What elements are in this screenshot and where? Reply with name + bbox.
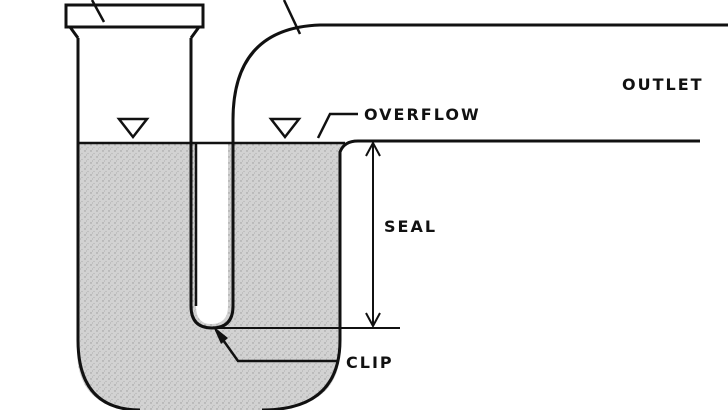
inlet-leader (90, 0, 106, 23)
overflow-label: OVERFLOW (364, 105, 481, 124)
trap-inner-wall (189, 23, 728, 330)
water-level-marker-left (116, 117, 150, 140)
clip-label: CLIP (346, 353, 394, 372)
inlet-collar (68, 26, 201, 39)
bend-leader (282, 0, 302, 35)
water-level-marker-right (268, 117, 302, 140)
trap-outer-wall (76, 38, 700, 410)
seal-label: SEAL (384, 217, 437, 236)
seal-arrow-bottom (365, 312, 381, 329)
water-fill (77, 143, 345, 410)
clip-arrowhead (213, 326, 228, 344)
outlet-label: OUTLET (622, 75, 704, 94)
overflow-leader (316, 112, 358, 139)
seal-arrow-top (365, 140, 381, 157)
inlet-cap (64, 3, 205, 29)
